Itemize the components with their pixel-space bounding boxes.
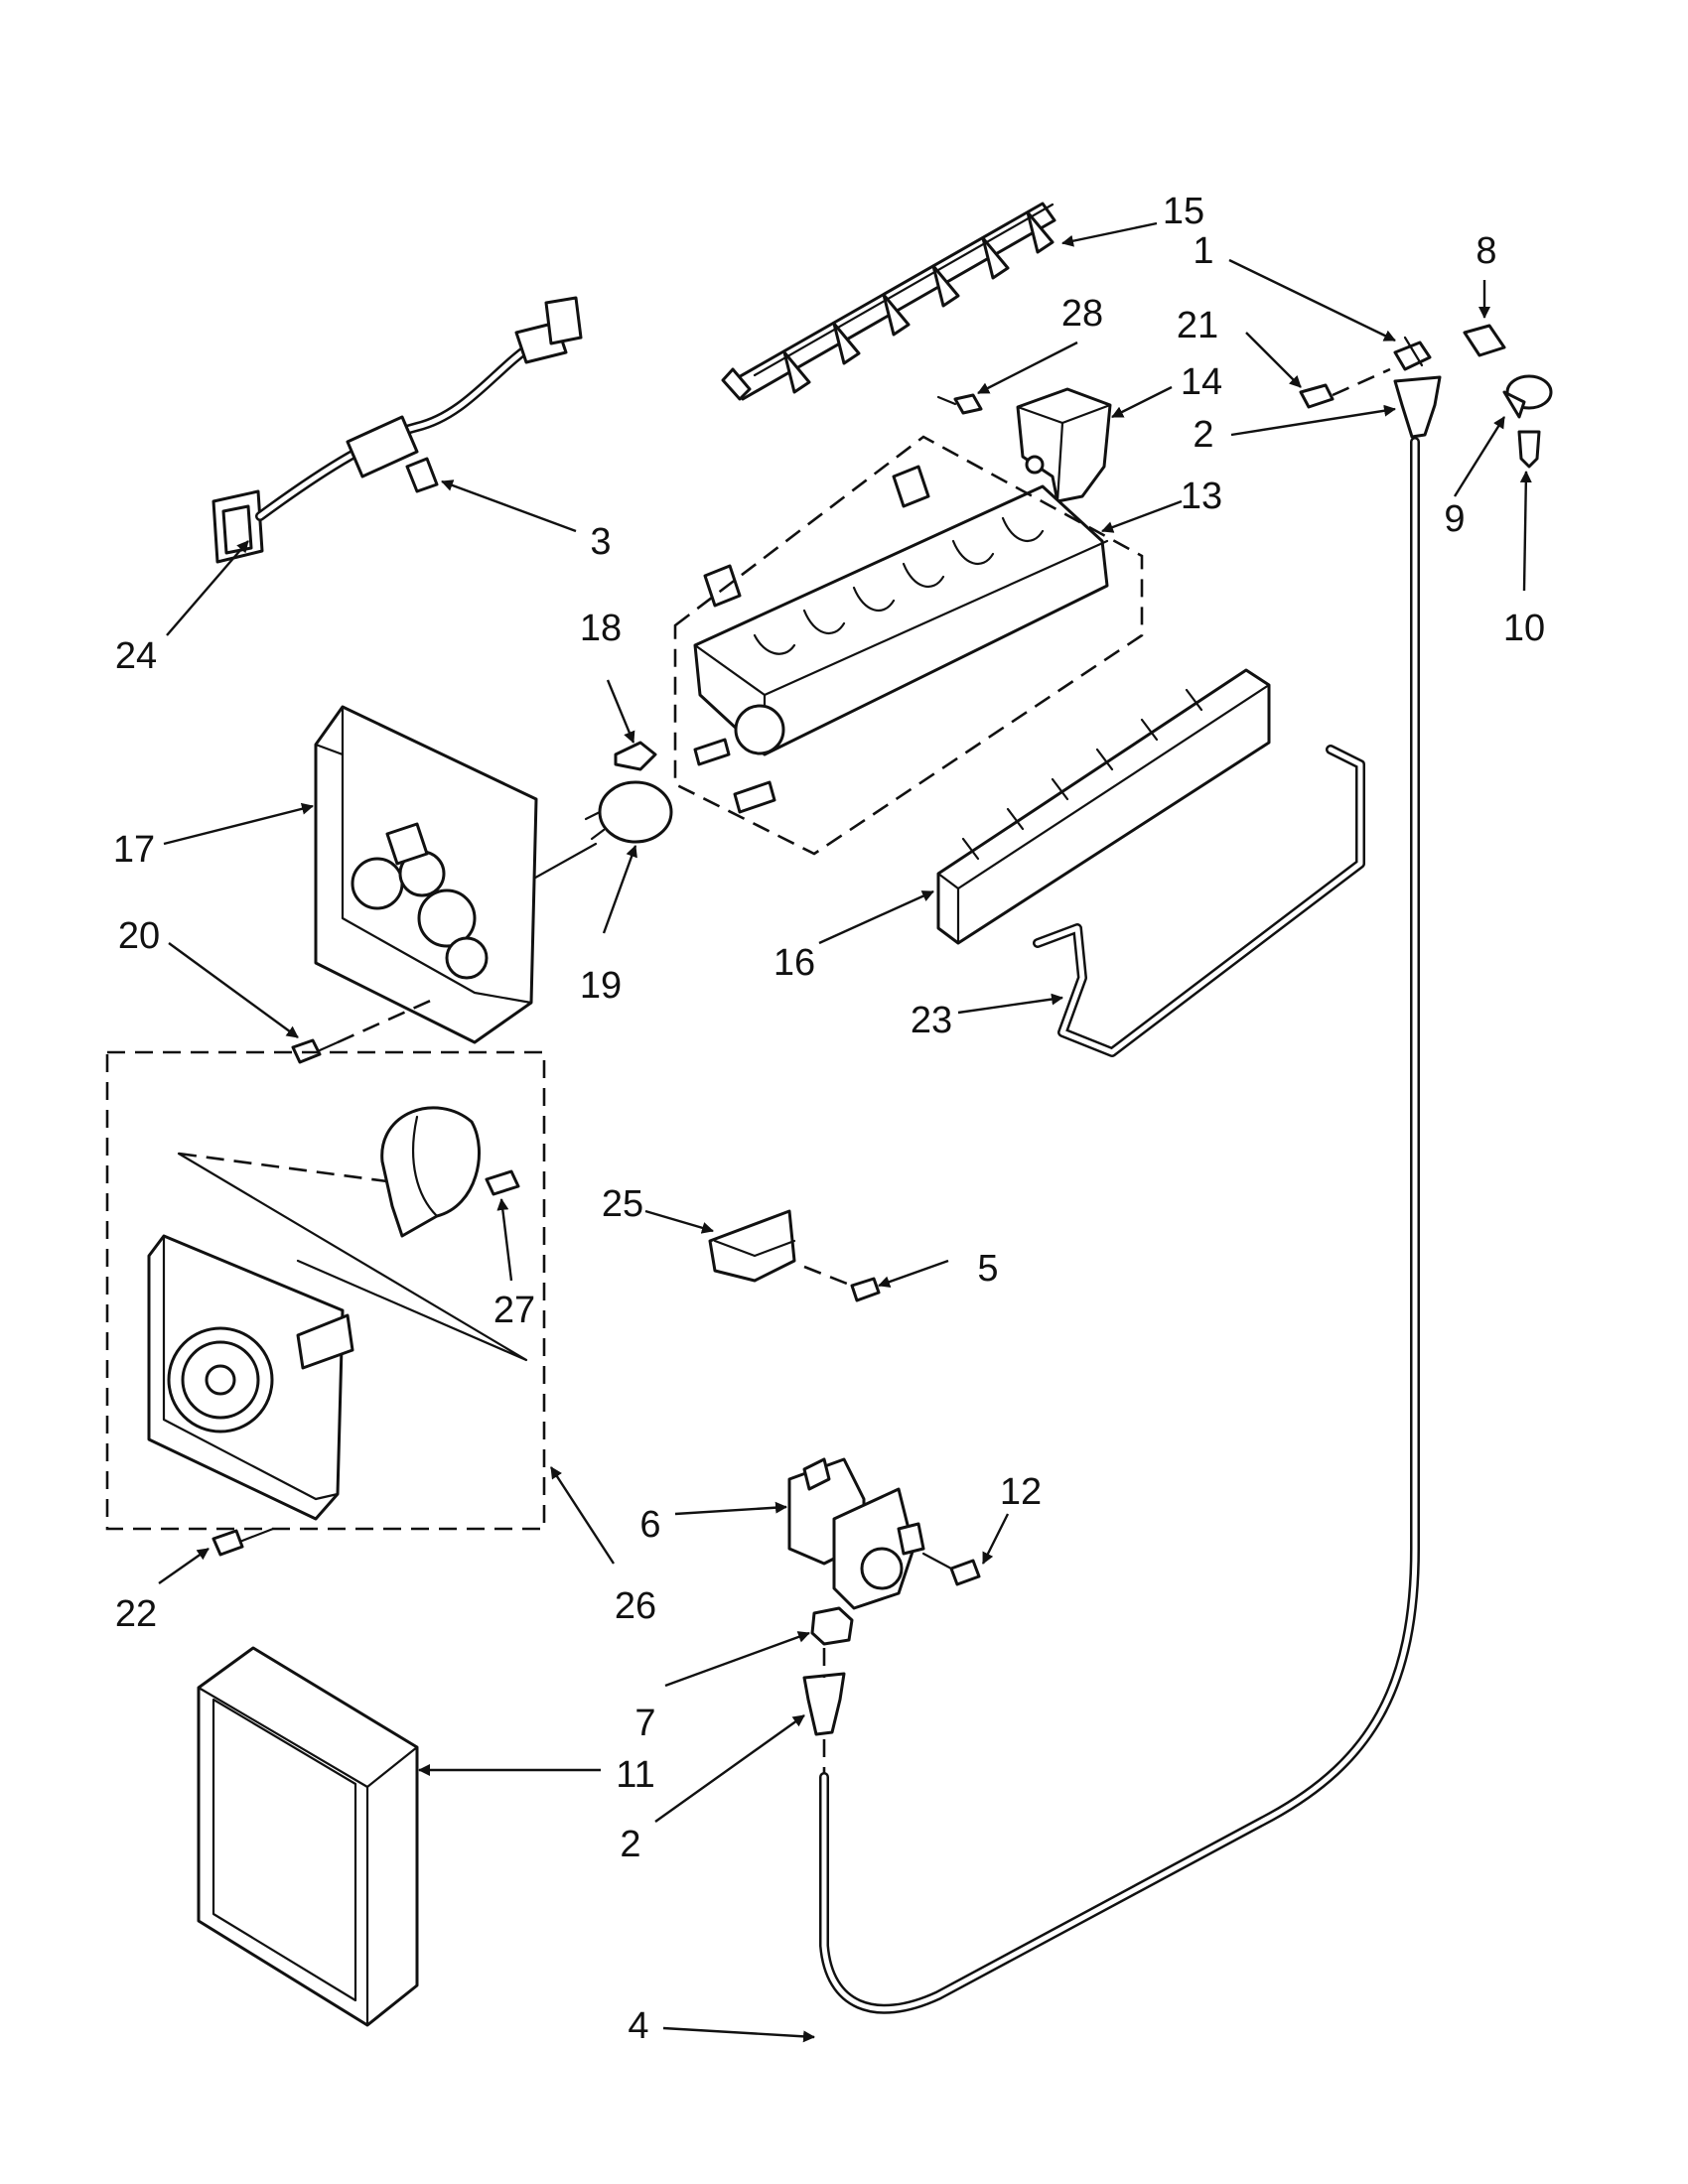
part-6-water-valve bbox=[787, 1457, 925, 1610]
part-2-lower-tube-insert bbox=[802, 1648, 846, 1777]
part-27-motor bbox=[380, 1106, 481, 1238]
part-4-water-tube bbox=[819, 437, 1420, 2014]
callout-13: 13 bbox=[1181, 476, 1222, 517]
callout-12: 12 bbox=[1000, 1471, 1042, 1513]
part-28-screw bbox=[936, 393, 983, 415]
callout-14: 14 bbox=[1181, 361, 1222, 403]
part-1-clamp bbox=[1393, 336, 1432, 371]
screw-20-alignment-line bbox=[337, 996, 438, 1044]
callout-15: 15 bbox=[1163, 191, 1204, 232]
part-14-cover bbox=[1016, 387, 1112, 503]
part-11-panel bbox=[197, 1646, 419, 2027]
callout-4: 4 bbox=[628, 2005, 648, 2047]
callout-21: 21 bbox=[1177, 305, 1218, 346]
callout-5: 5 bbox=[977, 1248, 998, 1290]
callout-8: 8 bbox=[1476, 230, 1496, 272]
callout-20: 20 bbox=[118, 915, 160, 957]
callout-3: 3 bbox=[590, 521, 611, 563]
callout-28: 28 bbox=[1061, 293, 1103, 335]
callout-2-upper: 2 bbox=[1193, 414, 1213, 456]
part-19-thermostat bbox=[519, 780, 673, 887]
part-22-screw bbox=[211, 1527, 275, 1557]
part-15-ejector-shaft bbox=[721, 202, 1056, 401]
callout-18: 18 bbox=[580, 608, 622, 649]
part-16-ice-stripper bbox=[936, 668, 1271, 945]
part-10-screw bbox=[1517, 430, 1541, 469]
callout-10: 10 bbox=[1503, 608, 1545, 649]
part-2-upper-tube-insert bbox=[1393, 375, 1442, 439]
leader-arrows bbox=[158, 221, 1532, 2043]
callout-11: 11 bbox=[616, 1754, 654, 1796]
part-24-wire-harness bbox=[211, 296, 583, 564]
part-9-clamp bbox=[1502, 374, 1553, 419]
callout-7: 7 bbox=[634, 1703, 655, 1744]
part-5-screw bbox=[803, 1265, 881, 1302]
part-12-screw bbox=[921, 1552, 981, 1586]
callout-16: 16 bbox=[774, 942, 815, 984]
callout-17: 17 bbox=[113, 829, 155, 871]
part-25-bracket bbox=[708, 1209, 796, 1283]
callout-25: 25 bbox=[602, 1183, 643, 1225]
callout-27: 27 bbox=[493, 1290, 535, 1331]
part-17-module-housing bbox=[314, 705, 538, 1044]
callout-19: 19 bbox=[580, 965, 622, 1007]
callout-1: 1 bbox=[1193, 230, 1213, 272]
part-26-assembly-box bbox=[105, 1050, 546, 1531]
callout-22: 22 bbox=[115, 1593, 157, 1635]
assembly-alignment-line bbox=[177, 1152, 528, 1362]
callout-24: 24 bbox=[115, 635, 157, 677]
part-7-nut bbox=[810, 1606, 854, 1646]
part-23-shutoff-arm bbox=[1033, 745, 1365, 1057]
part-13-ice-mold bbox=[693, 465, 1109, 814]
callout-6: 6 bbox=[639, 1504, 660, 1546]
mold-assembly-outline bbox=[673, 435, 1144, 856]
callout-9: 9 bbox=[1444, 498, 1465, 540]
motor-alignment-line bbox=[178, 1152, 388, 1183]
part-8-tube bbox=[1463, 324, 1506, 357]
part-26-control-module bbox=[147, 1234, 354, 1521]
part-21-screw bbox=[1299, 367, 1391, 409]
callout-2-lower: 2 bbox=[620, 1824, 640, 1865]
callout-23: 23 bbox=[911, 1000, 952, 1041]
part-18-clip bbox=[614, 741, 657, 771]
callout-26: 26 bbox=[615, 1585, 656, 1627]
part-27-screw bbox=[485, 1169, 520, 1196]
